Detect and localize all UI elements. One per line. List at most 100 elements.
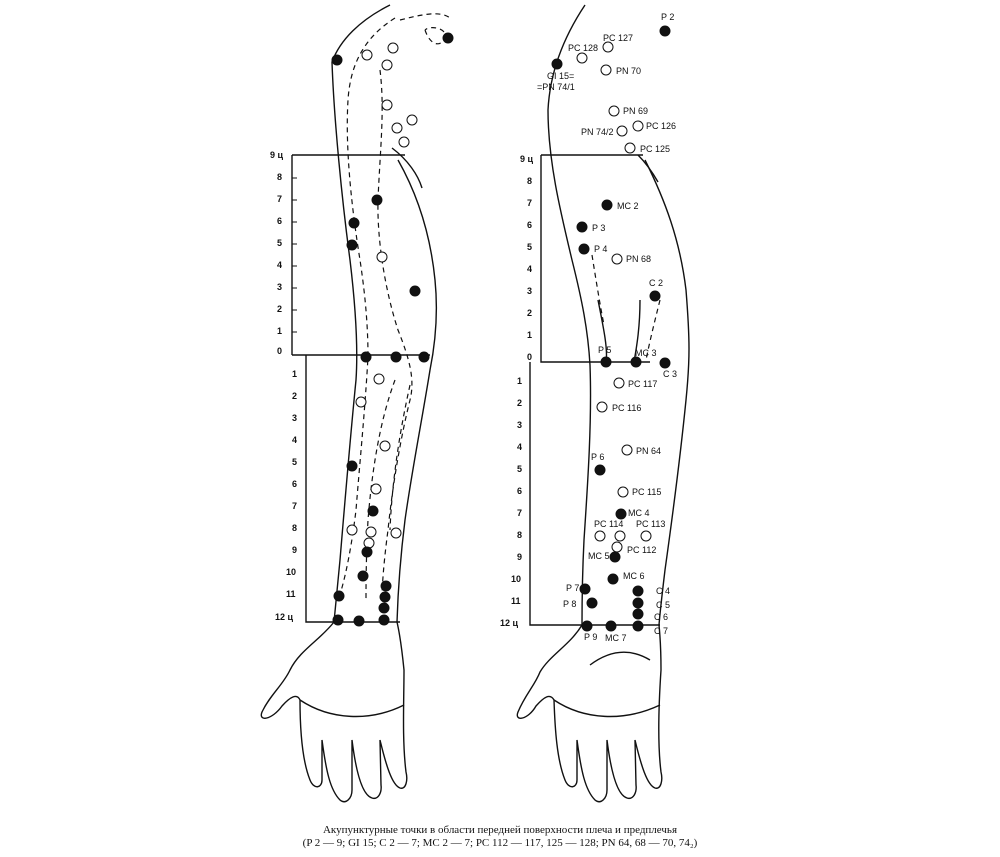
right-scale-lower-box	[529, 362, 660, 626]
acupoint	[632, 597, 644, 609]
acupoint	[602, 41, 614, 53]
acupoint	[373, 373, 385, 385]
acupoint	[367, 505, 379, 517]
left-arm-outline-medial	[396, 159, 438, 623]
acupoint	[608, 105, 620, 117]
scale-label: 9 ц	[520, 154, 534, 164]
acupoint	[576, 221, 588, 233]
point-label: PC 113	[636, 519, 665, 529]
point-label: PC 114	[594, 519, 623, 529]
right-hand-crease	[553, 651, 661, 718]
scale-label: 1	[277, 326, 282, 336]
scale-label: 3	[517, 420, 522, 430]
caption-line-1: Акупунктурные точки в области передней п…	[322, 824, 678, 836]
acupoint	[379, 440, 391, 452]
caption-line-2: (P 2 — 9; GI 15; C 2 — 7; MC 2 — 7; PC 1…	[302, 837, 698, 849]
scale-label: 4	[527, 264, 532, 274]
scale-label: 11	[286, 589, 296, 599]
scale-label: 0	[277, 346, 282, 356]
acupoint	[581, 620, 593, 632]
acupoint	[632, 608, 644, 620]
point-label: C 5	[656, 600, 670, 610]
acupoint	[355, 396, 367, 408]
acupoint	[378, 614, 390, 626]
scale-label: 4	[277, 260, 282, 270]
point-label: PC 127	[603, 33, 633, 43]
point-label: P 8	[563, 599, 576, 609]
acupoint	[630, 356, 642, 368]
acupoint	[380, 580, 392, 592]
left-channel-outer	[337, 17, 396, 601]
point-label: P 5	[598, 345, 611, 355]
scale-label: 2	[517, 398, 522, 408]
acupoint	[346, 239, 358, 251]
left-shoulder-line	[391, 147, 423, 189]
left-channel-inner	[377, 69, 413, 601]
scale-label: 12 ц	[275, 612, 294, 622]
scale-label: 10	[511, 574, 521, 584]
acupoint	[390, 351, 402, 363]
scale-label: 5	[517, 464, 522, 474]
acupoint	[331, 54, 343, 66]
right-scale-upper-box	[540, 154, 650, 363]
point-label: MC 3	[635, 348, 657, 358]
right-arm-outline-medial	[644, 159, 690, 626]
acupoint	[607, 573, 619, 585]
point-label: PC 128	[568, 43, 598, 53]
scale-label: 1	[292, 369, 297, 379]
acupoint	[409, 285, 421, 297]
acupoint	[371, 194, 383, 206]
scale-label: 5	[292, 457, 297, 467]
acupoint	[442, 32, 454, 44]
scale-label: 4	[517, 442, 522, 452]
acupoint	[551, 58, 563, 70]
left-arm: 9 ц 8 7 6 5 4 3 2 1 0 1 2 3 4 5 6 7 8 9 …	[260, 4, 454, 803]
point-label: PC 126	[646, 121, 676, 131]
point-label: PC 116	[612, 403, 641, 413]
scale-label: 0	[527, 352, 532, 362]
acupoint	[353, 615, 365, 627]
point-label: C 7	[654, 626, 668, 636]
point-label: =PN 74/1	[537, 82, 575, 92]
acupoint	[361, 546, 373, 558]
acupoint	[376, 251, 388, 263]
acupoint	[613, 377, 625, 389]
point-label: C 3	[663, 369, 677, 379]
acupoint	[605, 620, 617, 632]
acupoint	[576, 52, 588, 64]
acupoint	[390, 527, 402, 539]
scale-label: 3	[277, 282, 282, 292]
acupoint	[579, 583, 591, 595]
point-label: C 4	[656, 586, 670, 596]
acupoint	[594, 464, 606, 476]
scale-label: 8	[292, 523, 297, 533]
scale-label: 5	[277, 238, 282, 248]
acupoint	[632, 585, 644, 597]
scale-label: 7	[517, 508, 522, 518]
right-hand-outline	[516, 624, 663, 803]
acupoint	[360, 351, 372, 363]
left-points	[331, 32, 454, 627]
acupoint	[398, 136, 410, 148]
acupoint	[363, 537, 375, 549]
point-label: MC 6	[623, 571, 645, 581]
scale-label: 6	[517, 486, 522, 496]
scale-label: 5	[527, 242, 532, 252]
left-scale-labels-upper: 9 ц 8 7 6 5 4 3 2 1 0	[270, 150, 284, 356]
acupoint	[378, 602, 390, 614]
right-scale-labels-upper: 9 ц 8 7 6 5 4 3 2 1 0	[520, 154, 534, 362]
scale-label: 7	[277, 194, 282, 204]
acupoint	[361, 49, 373, 61]
point-label: PN 70	[616, 66, 641, 76]
point-label: PC 112	[627, 545, 656, 555]
acupoint	[370, 483, 382, 495]
acupoint	[640, 530, 652, 542]
point-label: MC 4	[628, 508, 650, 518]
acupoint	[609, 551, 621, 563]
scale-label: 8	[517, 530, 522, 540]
acupoint	[346, 524, 358, 536]
acupoint	[586, 597, 598, 609]
left-hand-crease	[299, 699, 405, 718]
point-label: P 3	[592, 223, 605, 233]
scale-label: 9	[292, 545, 297, 555]
